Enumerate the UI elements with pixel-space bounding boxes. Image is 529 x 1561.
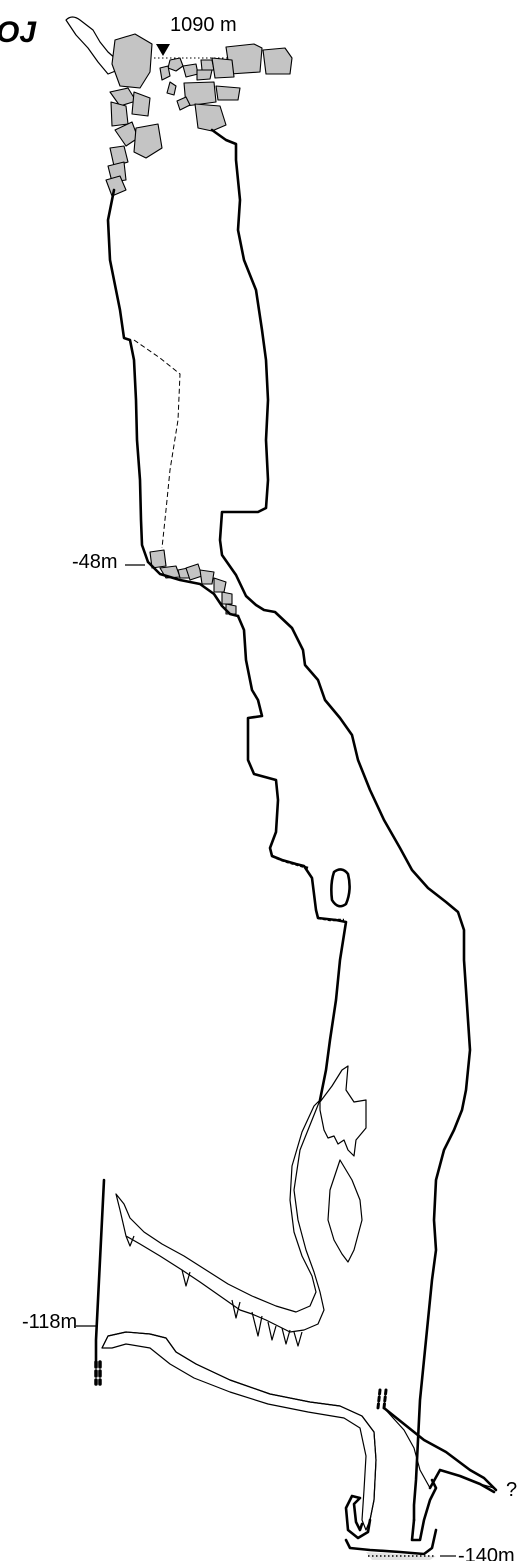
entrance-boulder-choke	[105, 33, 293, 197]
ledge-pebbles-lower	[317, 916, 344, 922]
sump-outline	[382, 1406, 498, 1492]
stalactite-curtain	[319, 1065, 367, 1157]
lower-left-wall-dashed	[94, 1360, 102, 1386]
entrance-sediment-slope	[65, 16, 119, 75]
flowstone-column	[327, 1159, 363, 1263]
entrance-altitude-label: 1090 m	[170, 14, 237, 36]
lower-passage-ceiling-line	[101, 1331, 377, 1521]
lower-passage-flowstone	[101, 1331, 377, 1531]
depth-label-118: -118m	[22, 1311, 77, 1333]
shaft-left-wall	[106, 188, 150, 564]
depth-label-140: -140m	[458, 1545, 515, 1561]
lower-right-connector-dashed	[376, 1388, 388, 1410]
ledge-floor-48	[146, 560, 240, 618]
survey-title-fragment: OJ	[0, 16, 37, 49]
flowstone-meander	[115, 1099, 325, 1333]
shaft-right-wall	[210, 128, 472, 1522]
unknown-continuation-mark: ?	[506, 1479, 517, 1501]
meander-stalactite-fringe	[125, 1235, 303, 1347]
depth-label-48: -48m	[72, 551, 118, 573]
middle-left-wall	[236, 614, 348, 1102]
bottom-inner-pillar	[410, 1478, 438, 1542]
rock-pillar-island	[330, 868, 351, 908]
bottom-left-wall	[344, 1494, 372, 1540]
ledge-boulders-48	[149, 549, 237, 615]
shaft-dashed-line	[133, 339, 181, 549]
lower-left-wall	[94, 1178, 106, 1362]
entrance-marker-icon	[156, 44, 170, 56]
bottom-floor	[344, 1528, 438, 1556]
sump-lower-wall	[428, 1468, 496, 1494]
ledge-pebbles-upper	[271, 854, 309, 870]
